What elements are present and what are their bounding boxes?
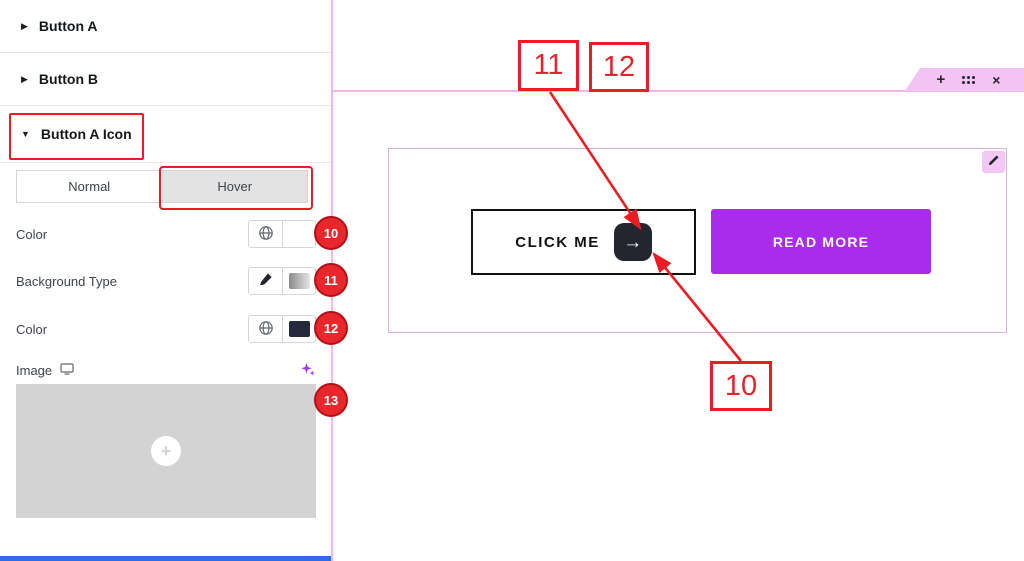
control-row-background-type: Background Type [16,267,316,295]
step-badge-11: 11 [314,263,348,297]
global-colors-button[interactable] [249,316,282,342]
edit-widget-button[interactable] [982,151,1005,173]
accordion-label: Button A Icon [40,126,132,142]
annotation-callout-11: 11 [518,40,579,91]
accordion-label: Button A [38,18,98,34]
arrow-right-icon: → [623,231,643,253]
annotation-callout-10: 10 [710,361,772,411]
monitor-icon [60,362,74,378]
classic-background-button[interactable] [249,268,282,294]
globe-icon [258,225,274,244]
color-swatch-button[interactable] [282,221,315,247]
button-icon-chip: → [613,223,652,261]
state-tabs: Normal Hover [16,170,308,203]
color-swatch-button[interactable] [282,316,315,342]
image-upload-placeholder[interactable]: + [16,384,316,518]
step-badge-10: 10 [314,216,348,250]
image-label: Image [16,362,53,378]
caret-down-icon: ▼ [21,128,30,139]
control-label: Color [16,226,48,242]
control-row-background-color: Color [16,315,316,343]
color-control-group [248,315,316,343]
control-label: Image [16,363,74,378]
color-control-group [248,220,316,248]
section-handle-bar: + × [905,68,1024,91]
settings-panel: ▶ Button A ▶ Button B ▼ Button A Icon No… [0,0,332,561]
step-badge-12: 12 [314,311,348,345]
tab-normal[interactable]: Normal [16,170,163,203]
edit-pencil-icon [987,154,1000,170]
close-section-button[interactable]: × [992,71,1001,88]
paintbrush-icon [258,272,273,290]
accordion-button-b[interactable]: ▶ Button B [0,53,331,106]
global-colors-button[interactable] [249,221,282,247]
gradient-background-button[interactable] [282,268,315,294]
globe-icon [258,320,274,339]
accordion-label: Button B [38,71,99,87]
section-outline-top [332,90,1024,92]
caret-right-icon: ▶ [21,20,28,31]
gradient-icon [288,273,310,289]
white-color-swatch [288,226,310,242]
control-row-image: Image [16,356,316,384]
accordion-button-a-icon[interactable]: ▼ Button A Icon [0,106,331,163]
plus-icon: + [160,441,172,461]
tab-hover[interactable]: Hover [162,170,308,203]
control-label: Background Type [16,273,117,289]
caret-right-icon: ▶ [21,73,28,84]
accordion-button-a[interactable]: ▶ Button A [0,0,331,53]
ai-sparkle-icon [300,361,316,380]
add-section-button[interactable]: + [936,71,946,88]
drag-section-button[interactable] [962,75,976,84]
add-image-button[interactable]: + [151,436,181,466]
annotation-callout-12: 12 [589,42,649,92]
navy-color-swatch [288,321,310,337]
read-more-button[interactable]: READ MORE [711,209,931,274]
page-section[interactable]: CLICK ME → READ MORE [388,148,1007,333]
ai-assist-button[interactable] [300,361,316,380]
drag-dots-icon [962,75,976,84]
background-type-group [248,267,316,295]
click-me-button[interactable]: CLICK ME → [471,209,696,275]
step-badge-13: 13 [314,383,348,417]
control-row-icon-color: Color [16,220,316,248]
panel-bottom-bar [0,556,331,561]
click-me-label: CLICK ME [515,233,600,251]
control-label: Color [16,321,48,337]
